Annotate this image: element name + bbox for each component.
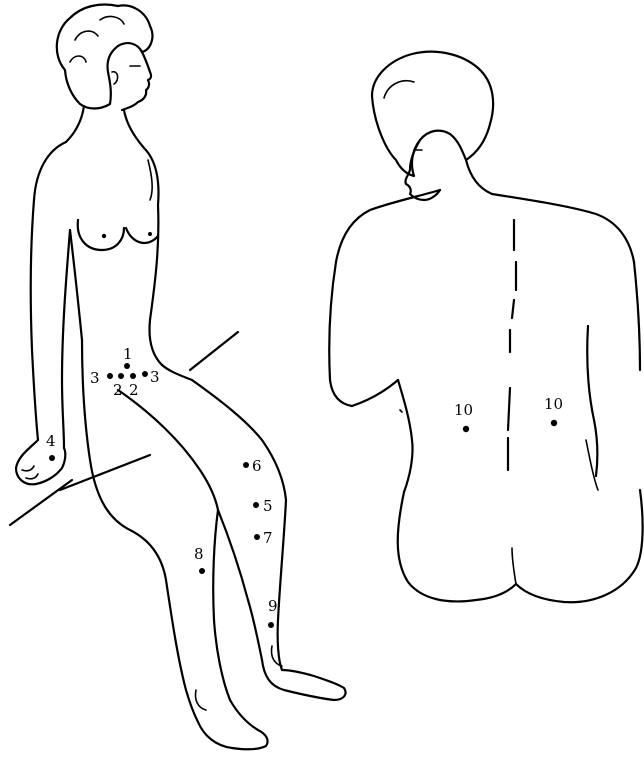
- spine: [508, 220, 516, 470]
- point-6-label: 6: [252, 457, 262, 475]
- torso-back: [70, 230, 82, 340]
- breast-right: [126, 228, 158, 243]
- arm-right-back: [634, 262, 640, 370]
- arm-inner: [62, 230, 70, 448]
- point-5-label: 5: [263, 497, 273, 515]
- point-9-dot: [268, 622, 274, 628]
- waist-left: [398, 380, 413, 492]
- point-4-label: 4: [46, 432, 56, 450]
- hair-curl-2: [100, 17, 124, 24]
- ear: [112, 72, 118, 84]
- seated-figure-front: [10, 5, 346, 750]
- thigh-bottom: [118, 390, 218, 510]
- point-1-label: 1: [123, 345, 133, 363]
- seat-crease: [512, 548, 516, 584]
- seat-outline: [398, 490, 643, 602]
- bench-line-lower: [10, 480, 72, 525]
- point-10-right-dot: [551, 420, 557, 426]
- nipple-left: [102, 234, 106, 238]
- point-3-right-dot: [142, 371, 148, 377]
- point-10-left-dot: [463, 426, 469, 432]
- back-mark: [400, 410, 402, 412]
- neck-back: [66, 106, 84, 142]
- point-2-left-label: 2: [113, 381, 123, 399]
- neck-front: [124, 110, 144, 148]
- point-6-dot: [243, 462, 249, 468]
- point-3-right-label: 3: [150, 368, 160, 386]
- hand: [16, 440, 65, 484]
- hair-curl-1: [75, 31, 98, 40]
- shin-near-front: [213, 510, 230, 700]
- hip-crease: [162, 365, 192, 380]
- shin-far-front: [278, 500, 286, 670]
- point-8-dot: [199, 568, 205, 574]
- chest-line: [148, 160, 152, 200]
- face-profile: [122, 52, 151, 110]
- hair-back-curl: [384, 81, 414, 98]
- point-7-label: 7: [263, 529, 273, 547]
- bench-line-mid: [60, 455, 150, 490]
- foot-near: [198, 700, 268, 749]
- point-markers: [49, 363, 557, 628]
- hair-curl-3: [70, 56, 86, 62]
- point-3-left-label: 3: [90, 369, 100, 387]
- nipple-right: [148, 232, 152, 236]
- arm-left-back: [329, 262, 352, 406]
- hair-back: [372, 52, 493, 176]
- foot-far: [262, 660, 346, 700]
- shoulder-back: [34, 142, 66, 200]
- point-labels: 1 2 2 3 3 4 5 6 7 8 9 10 10: [46, 345, 563, 615]
- point-7-dot: [254, 534, 260, 540]
- point-10-left-label: 10: [454, 401, 473, 419]
- shin-far-back: [218, 510, 262, 660]
- point-3-left-dot: [107, 373, 113, 379]
- point-2-right-label: 2: [129, 381, 139, 399]
- torso-front: [150, 205, 163, 365]
- point-5-dot: [253, 502, 259, 508]
- breast-left: [78, 220, 124, 250]
- fingers: [22, 466, 38, 479]
- point-4-dot: [49, 455, 55, 461]
- point-2-left-dot: [118, 373, 124, 379]
- point-8-label: 8: [194, 545, 204, 563]
- arm-outer: [31, 200, 38, 440]
- shin-near-back: [166, 580, 198, 722]
- point-2-right-dot: [130, 373, 136, 379]
- point-9-label: 9: [268, 597, 278, 615]
- point-10-right-label: 10: [544, 395, 563, 413]
- neck-back-view: [466, 160, 492, 194]
- hair: [57, 5, 153, 109]
- seated-figure-back: [329, 52, 642, 603]
- point-1-dot: [124, 363, 130, 369]
- ankle-near: [195, 690, 206, 710]
- arm-left-inner: [352, 380, 398, 406]
- bench-line-upper: [190, 332, 238, 370]
